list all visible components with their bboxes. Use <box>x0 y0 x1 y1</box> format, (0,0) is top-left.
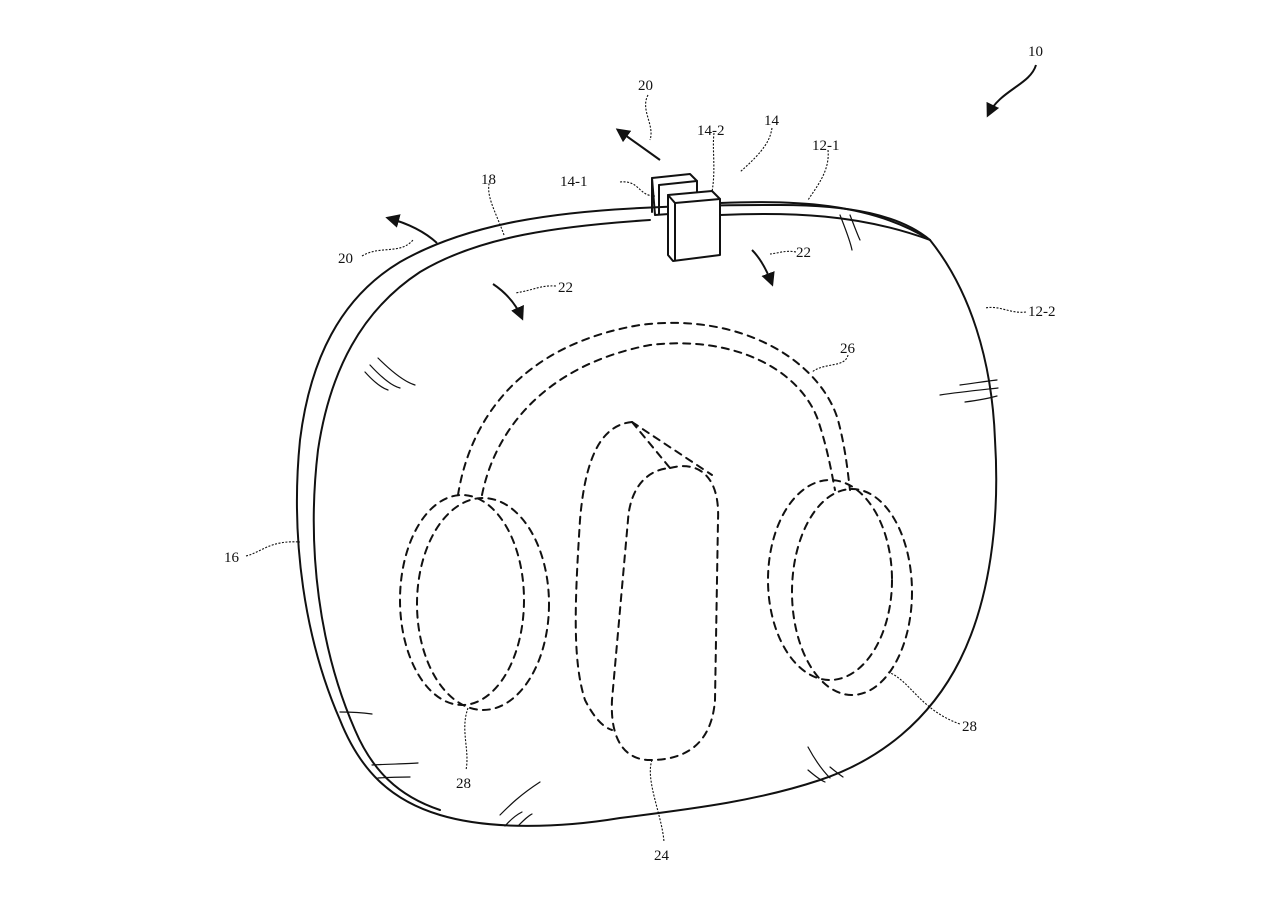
clasp <box>651 173 721 262</box>
headband-inner <box>481 342 836 496</box>
right-earcup-front <box>791 488 913 696</box>
leader-lines <box>245 94 1027 843</box>
label-18: 18 <box>481 172 496 188</box>
close-arrow-right <box>751 249 775 287</box>
label-28-right: 28 <box>962 719 977 735</box>
label-14-2: 14-2 <box>697 123 725 139</box>
canopy-connector <box>631 421 713 476</box>
label-22-left: 22 <box>558 280 573 296</box>
label-14-1: 14-1 <box>560 174 588 190</box>
assembly-arrow-10 <box>986 64 1037 118</box>
label-20-left: 20 <box>338 251 353 267</box>
label-16: 16 <box>224 550 240 566</box>
headband-outer <box>457 321 851 496</box>
case-top-seam <box>719 212 931 241</box>
label-26: 26 <box>840 341 856 357</box>
case-outer-rim <box>296 204 998 827</box>
label-12-2: 12-2 <box>1028 304 1056 320</box>
close-arrow-left <box>492 283 524 321</box>
open-arrow-left <box>385 214 438 244</box>
canopy-back <box>574 421 633 731</box>
reference-labels: 10 20 14 14-2 12-1 14-1 18 20 22 22 12-2… <box>224 44 1056 864</box>
label-24: 24 <box>654 848 670 864</box>
left-earcup-front <box>416 497 550 711</box>
shading-strokes <box>339 214 999 827</box>
case-body <box>296 201 998 827</box>
label-10: 10 <box>1028 44 1043 60</box>
left-earcup-back <box>399 494 525 706</box>
case-top-outer <box>719 201 931 241</box>
clasp-member-14-2 <box>667 190 721 262</box>
right-earcup-back <box>767 479 893 681</box>
label-22-right: 22 <box>796 245 811 261</box>
label-28-left: 28 <box>456 776 471 792</box>
label-20-top: 20 <box>638 78 653 94</box>
label-14: 14 <box>764 113 780 129</box>
case-inner-seam <box>312 219 651 811</box>
open-arrow-top <box>615 128 661 161</box>
canopy-front <box>610 465 720 762</box>
label-12-1: 12-1 <box>812 138 840 154</box>
headphones-hidden <box>399 321 913 762</box>
motion-arrows <box>385 64 1037 321</box>
